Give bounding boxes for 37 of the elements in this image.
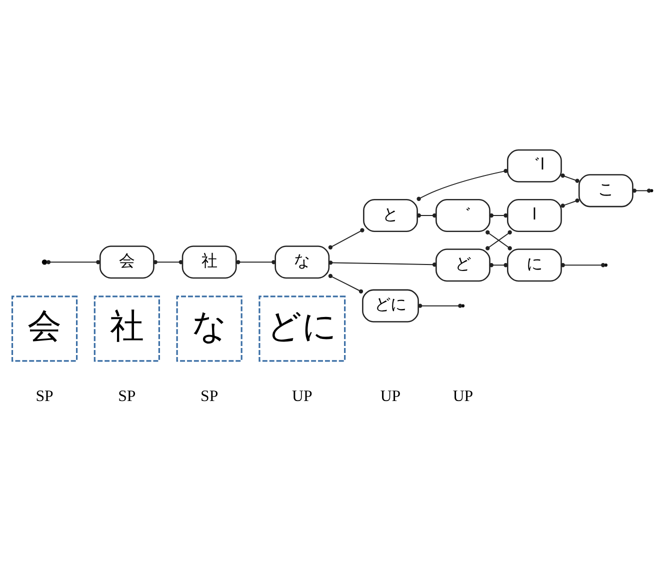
connector: [422, 305, 459, 306]
connector: [489, 263, 508, 268]
node-box: な: [274, 246, 330, 279]
node-box: ゛l: [507, 149, 562, 182]
node-box: こ: [578, 174, 634, 208]
connector: [236, 260, 276, 264]
node-box: どに: [362, 289, 419, 322]
connector: [489, 213, 508, 218]
node-box: ゛: [436, 198, 490, 232]
label: SP: [118, 388, 136, 405]
connector: [153, 260, 183, 264]
label: UP: [452, 388, 474, 405]
node-box: な: [176, 296, 242, 362]
connector: [416, 168, 508, 201]
node-box: l: [507, 198, 562, 232]
node-box: 社: [94, 296, 160, 362]
label: SP: [36, 388, 54, 405]
node-box: ど: [436, 248, 490, 282]
connector: [416, 213, 437, 218]
node-box: 会: [99, 246, 154, 279]
label: UP: [380, 388, 401, 405]
node-box: どに: [258, 296, 346, 362]
connector: [636, 190, 648, 192]
connector: [560, 174, 580, 183]
connector: [486, 230, 512, 250]
connector: [564, 264, 602, 266]
connector: [328, 260, 437, 267]
node-box: 社: [182, 246, 237, 279]
connector: [50, 262, 97, 263]
label: UP: [292, 388, 312, 405]
connector: [328, 274, 364, 294]
connector: [328, 228, 364, 250]
node-box: と: [363, 198, 418, 232]
node-box: に: [507, 248, 562, 282]
node-box: 会: [11, 296, 78, 362]
connector: [560, 198, 580, 208]
label: SP: [200, 388, 218, 405]
